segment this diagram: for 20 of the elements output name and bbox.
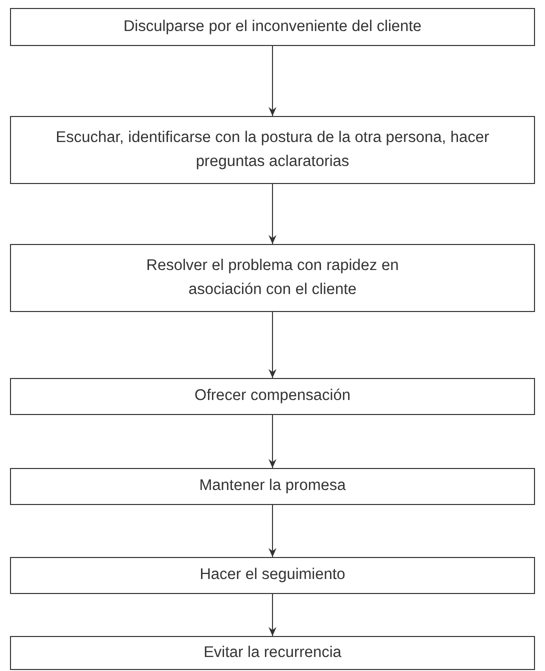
step-text: Ofrecer compensación <box>194 386 350 406</box>
process-box <box>10 116 535 184</box>
step-text: Disculparse por el inconveniente del cliente <box>123 16 422 37</box>
process-box <box>10 244 535 312</box>
step-text: Mantener la promesa <box>199 476 346 496</box>
process-box <box>10 468 535 505</box>
process-box <box>10 8 535 46</box>
step-text: Resolver el problema con rapidez en asociación con el cliente <box>145 256 400 300</box>
step-text: Hacer el seguimiento <box>200 565 346 586</box>
arrow <box>268 312 276 378</box>
step-text: Escuchar, identificarse con la postura de la otra persona, hacer preguntas aclaratorias <box>54 128 490 172</box>
arrow <box>268 594 276 636</box>
process-box <box>10 378 535 415</box>
process-box <box>10 557 535 594</box>
step-text: Evitar la recurrencia <box>204 642 342 663</box>
arrow <box>268 414 276 468</box>
process-box <box>10 636 535 670</box>
arrow <box>268 504 276 558</box>
arrow <box>268 46 276 116</box>
arrow <box>268 184 276 244</box>
